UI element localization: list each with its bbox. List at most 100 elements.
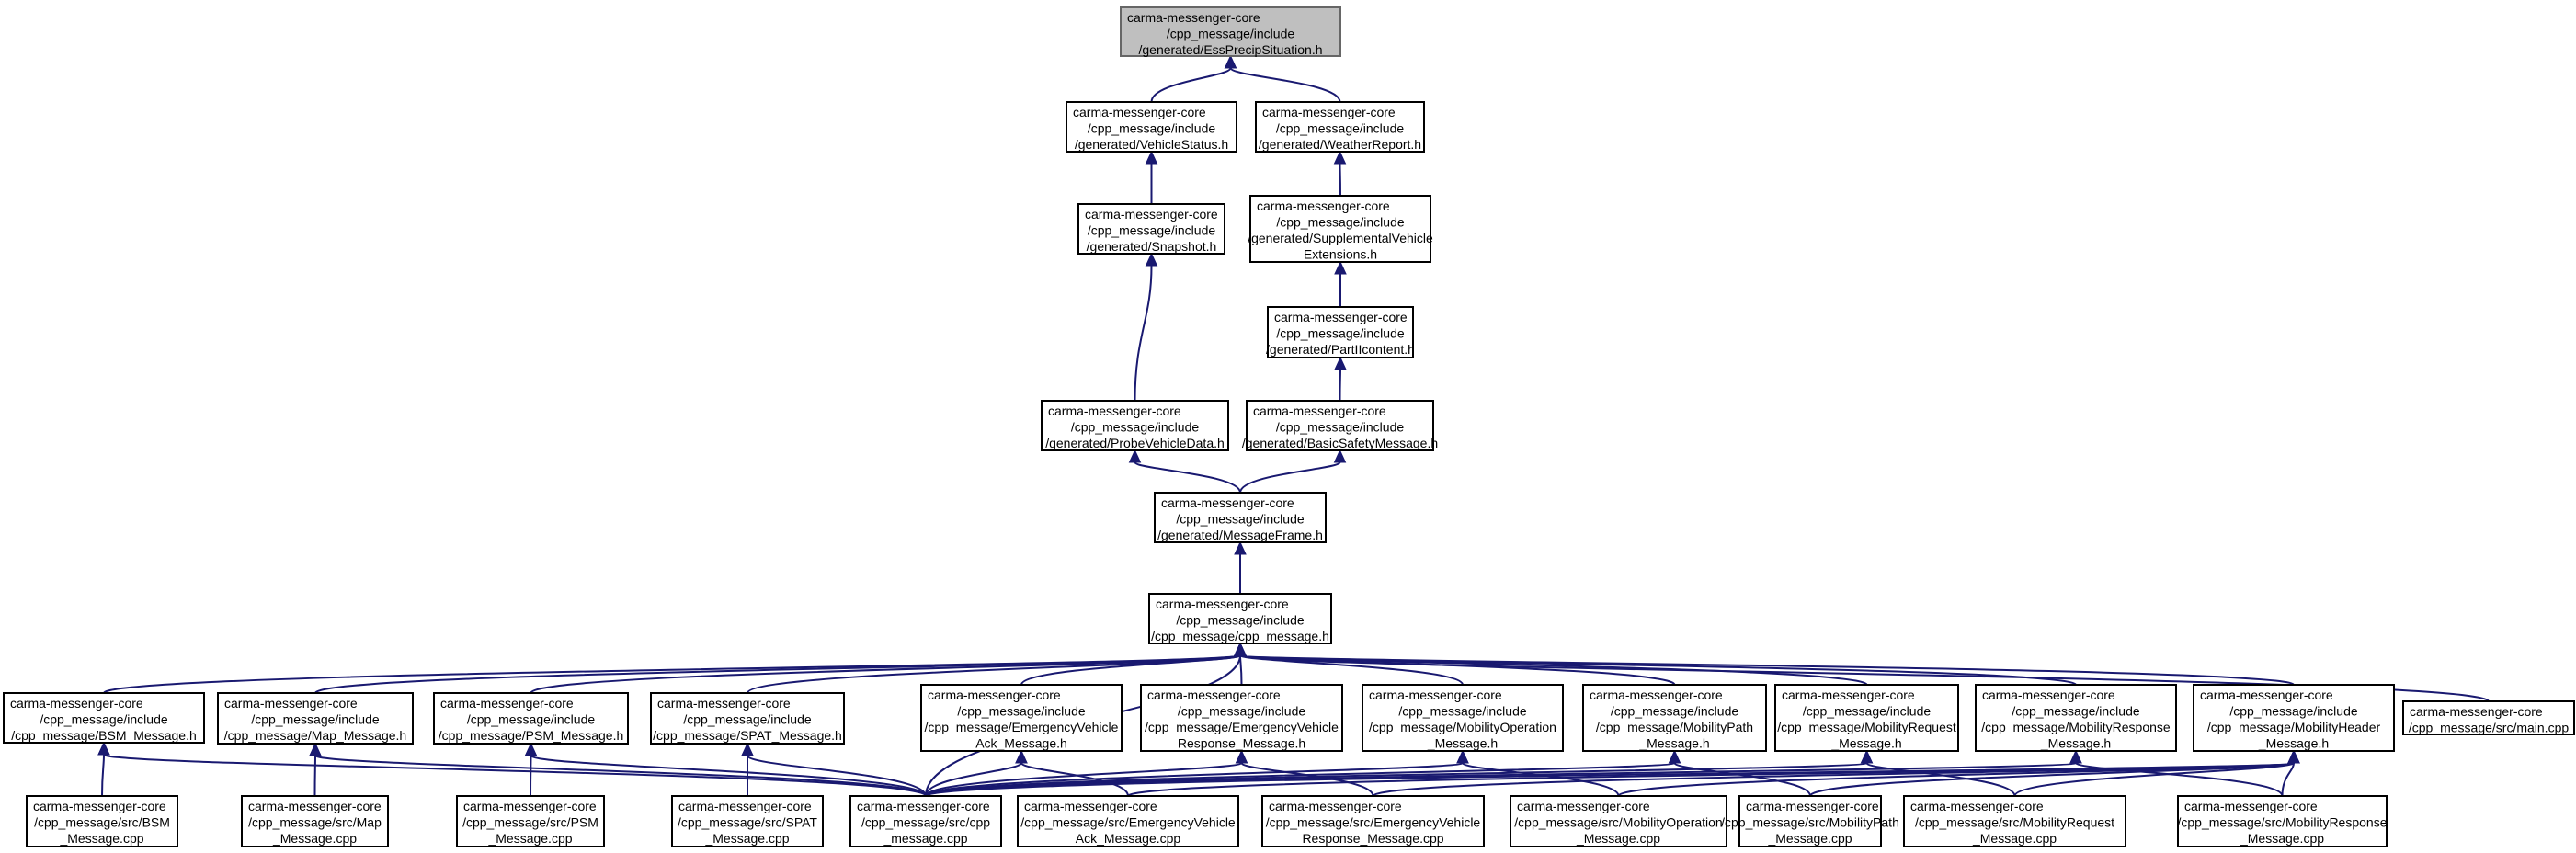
node-box: [1140, 684, 1343, 752]
node-n6[interactable]: carma-messenger-core/cpp_message/include…: [1266, 306, 1415, 358]
node-n32[interactable]: carma-messenger-core/cpp_message/src/Mob…: [1903, 795, 2126, 847]
node-label-line: _Message.cpp: [272, 831, 357, 846]
node-box: [2193, 684, 2395, 752]
node-n9[interactable]: carma-messenger-core/cpp_message/include…: [1154, 492, 1327, 543]
node-n13[interactable]: carma-messenger-core/cpp_message/include…: [433, 692, 629, 745]
arrowhead-icon: [1333, 150, 1347, 165]
node-label-line: /generated/SupplementalVehicle: [1248, 231, 1433, 245]
node-label-line: carma-messenger-core: [1127, 10, 1260, 25]
node-label-line: carma-messenger-core: [1590, 688, 1723, 702]
arrowhead-icon: [1015, 749, 1028, 764]
node-n17[interactable]: carma-messenger-core/cpp_message/include…: [1362, 684, 1564, 752]
node-label-line: /cpp_message/src/EmergencyVehicle: [1266, 815, 1481, 830]
node-label-line: /cpp_message/src/MobilityPath: [1721, 815, 1899, 830]
node-n15[interactable]: carma-messenger-core/cpp_message/include…: [920, 684, 1123, 752]
node-label-line: /cpp_message/include: [1803, 704, 1932, 719]
node-label-line: /cpp_message/SPAT_Message.h: [653, 728, 842, 743]
node-label-line: /cpp_message/src/MobilityOperation: [1514, 815, 1722, 830]
node-box: [456, 795, 605, 847]
node-label-line: /cpp_message/include: [1276, 420, 1405, 435]
edge-line: [2075, 762, 2284, 797]
edge-line: [2281, 762, 2295, 797]
edges-layer: [97, 54, 2490, 797]
node-n22[interactable]: carma-messenger-core/cpp_message/src/mai…: [2402, 700, 2575, 735]
node-label-line: carma-messenger-core: [440, 696, 574, 711]
node-label-line: carma-messenger-core: [678, 799, 812, 813]
node-n30[interactable]: carma-messenger-core/cpp_message/src/Mob…: [1510, 795, 1727, 847]
node-n24[interactable]: carma-messenger-core/cpp_message/src/Map…: [241, 795, 389, 847]
edge-line: [1229, 67, 1341, 103]
node-label-line: /cpp_message/MobilityHeader: [2207, 720, 2381, 734]
node-label-line: carma-messenger-core: [10, 696, 143, 711]
node-n5[interactable]: carma-messenger-core/cpp_message/include…: [1248, 195, 1433, 263]
node-n7[interactable]: carma-messenger-core/cpp_message/include…: [1041, 400, 1229, 451]
node-label-line: /cpp_message/BSM_Message.h: [11, 728, 197, 743]
node-label-line: /cpp_message/include: [1071, 420, 1200, 435]
node-box: [1738, 795, 1882, 847]
edge-line: [1239, 654, 2295, 686]
node-label-line: carma-messenger-core: [1257, 199, 1390, 213]
node-label-line: carma-messenger-core: [1085, 207, 1218, 222]
edge-n4-to-n2: [1145, 150, 1158, 204]
node-label-line: _Message.cpp: [704, 831, 789, 846]
node-n27[interactable]: carma-messenger-core/cpp_message/src/cpp…: [849, 795, 1002, 847]
node-label-line: /cpp_message/include: [251, 712, 380, 727]
node-label-line: carma-messenger-core: [1269, 799, 1402, 813]
node-n20[interactable]: carma-messenger-core/cpp_message/include…: [1975, 684, 2177, 752]
node-label-line: /cpp_message/src/MobilityRequest: [1915, 815, 2114, 830]
node-label-line: /cpp_message/include: [1176, 613, 1305, 628]
node-n19[interactable]: carma-messenger-core/cpp_message/include…: [1774, 684, 1959, 752]
node-n26[interactable]: carma-messenger-core/cpp_message/src/SPA…: [671, 795, 824, 847]
node-n1-root[interactable]: carma-messenger-core/cpp_message/include…: [1120, 6, 1341, 57]
node-n25[interactable]: carma-messenger-core/cpp_message/src/PSM…: [456, 795, 605, 847]
node-n16[interactable]: carma-messenger-core/cpp_message/include…: [1140, 684, 1343, 752]
node-n31[interactable]: carma-messenger-core/cpp_message/src/Mob…: [1721, 795, 1899, 847]
node-label-line: /cpp_message/PSM_Message.h: [439, 728, 624, 743]
node-n2[interactable]: carma-messenger-core/cpp_message/include…: [1066, 101, 1237, 153]
node-n11[interactable]: carma-messenger-core/cpp_message/include…: [3, 692, 205, 744]
edge-n8-to-n6: [1334, 356, 1347, 402]
arrowhead-icon: [97, 741, 110, 756]
edge-n27-to-n14: [741, 742, 927, 797]
edge-n9-to-n8: [1239, 449, 1347, 494]
node-n21[interactable]: carma-messenger-core/cpp_message/include…: [2193, 684, 2395, 752]
arrowhead-icon: [1334, 260, 1347, 275]
node-n33[interactable]: carma-messenger-core/cpp_message/src/Mob…: [2177, 795, 2388, 847]
node-label-line: /cpp_message/src/MobilityResponse: [2178, 815, 2388, 830]
node-label-line: /cpp_message/include: [1398, 704, 1527, 719]
node-label-line: /cpp_message/src/main.cpp: [2409, 721, 2570, 735]
node-n28[interactable]: carma-messenger-core/cpp_message/src/Eme…: [1017, 795, 1239, 847]
node-n14[interactable]: carma-messenger-core/cpp_message/include…: [650, 692, 845, 745]
node-label-line: /cpp_message/include: [2229, 704, 2358, 719]
node-label-line: carma-messenger-core: [1262, 105, 1396, 119]
node-label-line: _Message.cpp: [1767, 831, 1852, 846]
node-n10[interactable]: carma-messenger-core/cpp_message/include…: [1148, 593, 1332, 644]
node-n8[interactable]: carma-messenger-core/cpp_message/include…: [1242, 400, 1438, 451]
edge-n3-to-n1: [1224, 54, 1341, 103]
node-label-line: Response_Message.cpp: [1302, 831, 1443, 846]
node-box: [26, 795, 178, 847]
edge-line: [925, 762, 1676, 797]
node-label-line: carma-messenger-core: [2410, 704, 2543, 719]
edge-line: [1339, 369, 1341, 402]
arrowhead-icon: [1235, 749, 1248, 764]
node-n29[interactable]: carma-messenger-core/cpp_message/src/Eme…: [1261, 795, 1485, 847]
node-n23[interactable]: carma-messenger-core/cpp_message/src/BSM…: [26, 795, 178, 847]
node-label-line: carma-messenger-core: [1073, 105, 1206, 119]
node-box: [1261, 795, 1485, 847]
node-n12[interactable]: carma-messenger-core/cpp_message/include…: [217, 692, 414, 745]
node-label-line: carma-messenger-core: [1782, 688, 1915, 702]
edge-line: [1150, 67, 1232, 103]
node-label-line: /cpp_message/include: [1276, 121, 1405, 136]
node-label-line: carma-messenger-core: [1024, 799, 1157, 813]
node-n18[interactable]: carma-messenger-core/cpp_message/include…: [1582, 684, 1767, 752]
edge-line: [1239, 654, 2490, 702]
node-box: [671, 795, 824, 847]
node-label-line: carma-messenger-core: [2184, 799, 2318, 813]
edge-n13-to-n10: [530, 642, 1247, 694]
node-label-line: _Message.h: [1638, 736, 1709, 751]
node-n3[interactable]: carma-messenger-core/cpp_message/include…: [1255, 101, 1425, 153]
node-label-line: /cpp_message/include: [467, 712, 596, 727]
node-n4[interactable]: carma-messenger-core/cpp_message/include…: [1077, 203, 1225, 255]
